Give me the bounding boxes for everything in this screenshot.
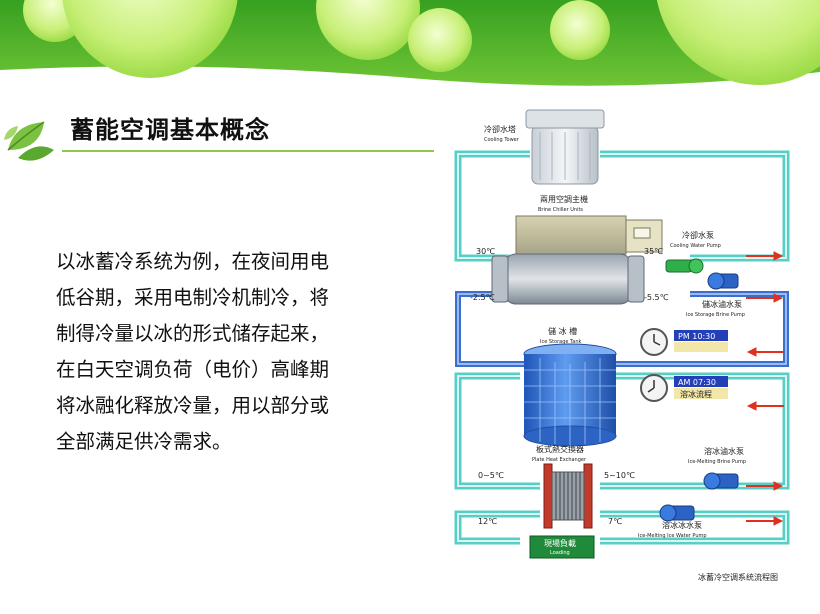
- hx-label-cn: 板式熱交換器: [536, 444, 584, 454]
- flow-arrows: [746, 251, 784, 526]
- time-display-pm-text: PM 10:30: [678, 332, 715, 341]
- brine-chiller-unit: [491, 215, 663, 305]
- temp-label: 30℃: [476, 247, 495, 256]
- bubble: [316, 0, 420, 60]
- brine-loop: [455, 291, 789, 367]
- cooling-tower: [525, 109, 605, 185]
- melt-brine-pump-label-cn: 溶冰滷水泵: [704, 446, 744, 456]
- temp-label: 0~5℃: [478, 471, 504, 480]
- time-display-am-text: AM 07:30: [678, 378, 716, 387]
- bubble: [656, 0, 820, 85]
- melting-brine-loop: [454, 372, 790, 490]
- temp-label: 12℃: [478, 517, 497, 526]
- temp-label: 5~10℃: [604, 471, 635, 480]
- brine-pump-label-en: Ice Storage Brine Pump: [686, 312, 745, 318]
- temp-label: 7℃: [608, 517, 622, 526]
- title-underline: [62, 150, 434, 152]
- cooling-tower-label-cn: 冷卻水塔: [484, 124, 516, 134]
- bubble: [550, 0, 610, 60]
- time-display-pm: [674, 330, 728, 341]
- hx-label-en: Plate Heat Exchanger: [532, 457, 587, 463]
- top-banner: [0, 0, 820, 110]
- cooling-pump-label-en: Cooling Water Pump: [670, 243, 721, 249]
- loading-label-en: Loading: [550, 550, 570, 556]
- brine-pump: [707, 272, 739, 290]
- cooling-pump-label-cn: 冷卻水泵: [682, 230, 714, 240]
- chiller-label-cn: 兩用空調主機: [540, 194, 588, 204]
- loading-label-cn: 現場負載: [544, 538, 576, 548]
- brine-pump-label-cn: 儲冰滷水泵: [702, 299, 742, 309]
- cooling-tower-label-en: Cooling Tower: [484, 137, 520, 143]
- body-line: 将冰融化释放冷量，用以部分或: [56, 394, 330, 417]
- temp-label: -2.5℃: [470, 293, 495, 302]
- diagram-caption: 冰蓄冷空调系统流程图: [698, 572, 778, 582]
- bubble: [408, 8, 472, 72]
- slide-title: 蓄能空调基本概念: [70, 116, 270, 144]
- temp-label: -5.5℃: [644, 293, 669, 302]
- ice-melting-brine-pump: [703, 472, 739, 490]
- ice-storage-flow-diagram: 冷卻水塔 Cooling Tower 兩用空調主機 Brine Chiller …: [440, 96, 810, 600]
- loading-box: [529, 535, 595, 559]
- tank-label-en: Ice Storage Tank: [540, 339, 582, 345]
- leaf-icon: [0, 110, 60, 174]
- melt-water-pump-label-cn: 溶冰冰水泵: [662, 520, 702, 530]
- body-line: 全部满足供冷需求。: [56, 430, 232, 453]
- banner-graphic: [0, 0, 820, 110]
- body-line: 以冰蓄冷系统为例，在夜间用电: [56, 250, 330, 273]
- flow-diagram-svg: 冷卻水塔 Cooling Tower 兩用空調主機 Brine Chiller …: [454, 109, 790, 582]
- melt-water-pump-label-en: Ice-Melting Ice Water Pump: [638, 533, 707, 539]
- cooling-water-loop: [454, 150, 790, 262]
- bubble: [62, 0, 238, 78]
- clock-pm: [640, 328, 668, 356]
- ice-melting-water-pump: [659, 504, 695, 522]
- body-line: 低谷期，采用电制冷机制冷，将: [56, 286, 330, 309]
- body-paragraph: 以冰蓄冷系统为例，在夜间用电 低谷期，采用电制冷机制冷，将 制得冷量以冰的形式储…: [56, 244, 386, 460]
- body-line: 在白天空调负荷（电价）高峰期: [56, 358, 330, 381]
- tank-label-cn: 儲 冰 槽: [548, 326, 577, 336]
- melt-mode-text: 溶冰流程: [680, 389, 712, 399]
- melt-brine-pump-label-en: Ice-Melting Brine Pump: [688, 459, 746, 465]
- temp-label: 35℃: [644, 247, 663, 256]
- chiller-label-en: Brine Chiller Units: [538, 207, 583, 213]
- ice-storage-tank: [523, 343, 617, 447]
- status-box-pm: [674, 342, 728, 352]
- plate-heat-exchanger: [543, 463, 593, 529]
- cooling-water-pump: [665, 258, 704, 274]
- status-box-am: [674, 388, 728, 399]
- clock-am: [640, 374, 668, 402]
- time-display-am: [674, 376, 728, 387]
- body-line: 制得冷量以冰的形式储存起来，: [56, 322, 330, 345]
